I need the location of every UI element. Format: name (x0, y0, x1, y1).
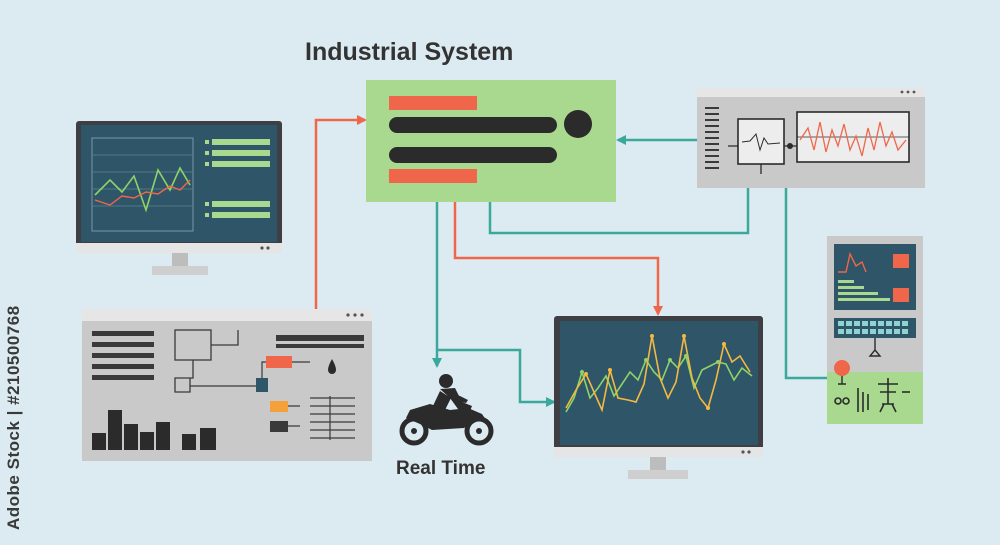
oil-drop-icon (328, 359, 336, 374)
monitor-top-left (76, 121, 282, 275)
connector-scope-to-controller (784, 188, 828, 380)
connector-vehicle-to-monitor (437, 348, 556, 407)
dark-bar-2 (389, 147, 557, 163)
central-system-box (366, 80, 616, 202)
control-panel-bottom-left (82, 309, 372, 461)
orange-series (94, 179, 191, 206)
orange-bar-top (389, 96, 477, 110)
stock-watermark: Adobe Stock | #210500768 (4, 305, 23, 530)
dark-bar-1 (389, 117, 557, 133)
bar-graph (92, 410, 216, 450)
scope-panel-top-right (697, 88, 925, 188)
motorcycle-rider-icon (399, 374, 494, 446)
orange-bar-bottom (389, 169, 477, 183)
status-dot (564, 110, 592, 138)
scope-trace (799, 121, 907, 157)
robot-arm-icon (834, 378, 910, 413)
diagram-title: Industrial System (305, 38, 514, 66)
yellow-wave (565, 335, 751, 413)
green-series (94, 166, 191, 213)
monitor-center (554, 316, 763, 479)
real-time-caption: Real Time (396, 458, 486, 479)
controller-right (827, 236, 923, 424)
connector-system-to-scope (488, 188, 750, 235)
chart-frame (91, 137, 194, 232)
connector-panel-to-system (314, 115, 367, 310)
connector-system-to-monitor (453, 202, 663, 316)
connectors (314, 115, 828, 407)
